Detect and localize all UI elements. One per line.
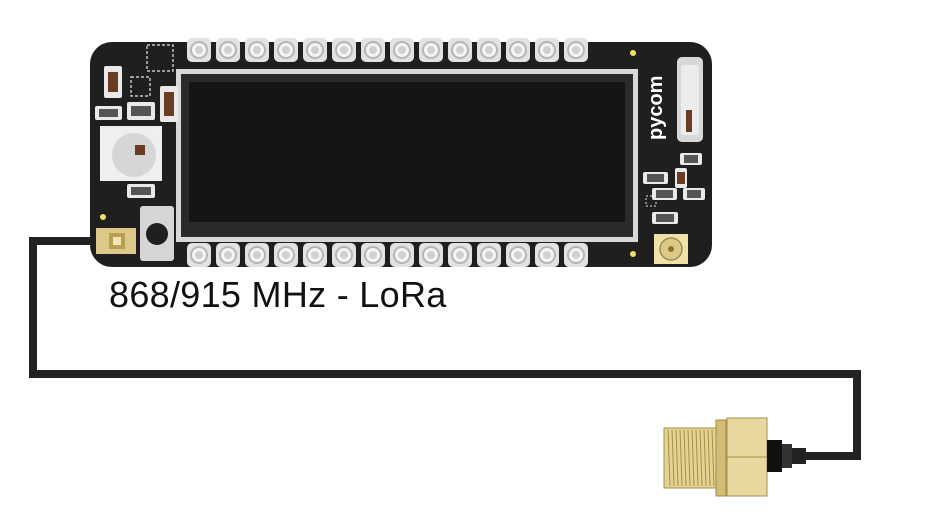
header-pin: [216, 38, 240, 62]
header-pin: [477, 38, 501, 62]
header-pin: [274, 38, 298, 62]
antenna-cable: [29, 237, 861, 460]
top-header-pins: [187, 38, 588, 62]
header-pin: [216, 243, 240, 267]
antenna-connector-icon: [96, 228, 136, 254]
svg-text:pycom: pycom: [645, 76, 667, 140]
header-pin: [448, 38, 472, 62]
header-pin: [187, 243, 211, 267]
header-pin: [332, 38, 356, 62]
header-pin: [506, 38, 530, 62]
header-pin: [274, 243, 298, 267]
header-pin: [303, 243, 327, 267]
thread-line: [703, 429, 707, 487]
thread-line: [675, 429, 679, 487]
thread-line: [691, 429, 695, 487]
pycom-logo-icon: pycom: [645, 76, 667, 140]
header-pin: [245, 38, 269, 62]
thread-line: [695, 429, 699, 487]
bottom-header-pins: [187, 243, 588, 267]
header-pin: [303, 38, 327, 62]
header-pin: [477, 243, 501, 267]
thread-line: [667, 429, 671, 487]
left-components: [95, 44, 178, 261]
thread-line: [679, 429, 683, 487]
header-pin: [390, 38, 414, 62]
thread-line: [683, 429, 687, 487]
header-pin: [535, 38, 559, 62]
header-pin: [187, 38, 211, 62]
header-pin: [361, 38, 385, 62]
frequency-caption: 868/915 MHz - LoRa: [109, 274, 447, 315]
thread-line: [711, 429, 715, 487]
header-pin: [564, 243, 588, 267]
pycom-board: pycom: [90, 38, 712, 267]
header-pin: [245, 243, 269, 267]
header-pin: [419, 243, 443, 267]
sma-connector-icon: [663, 417, 806, 497]
thread-line: [699, 429, 703, 487]
right-components: pycom: [630, 50, 705, 264]
header-pin: [564, 38, 588, 62]
header-pin: [448, 243, 472, 267]
header-pin: [419, 38, 443, 62]
header-pin: [390, 243, 414, 267]
oled-display: [176, 69, 638, 242]
thread-line: [671, 429, 675, 487]
thread-line: [707, 429, 711, 487]
header-pin: [506, 243, 530, 267]
header-pin: [361, 243, 385, 267]
reset-button-icon: [140, 206, 174, 261]
header-pin: [535, 243, 559, 267]
thread-line: [687, 429, 691, 487]
header-pin: [332, 243, 356, 267]
